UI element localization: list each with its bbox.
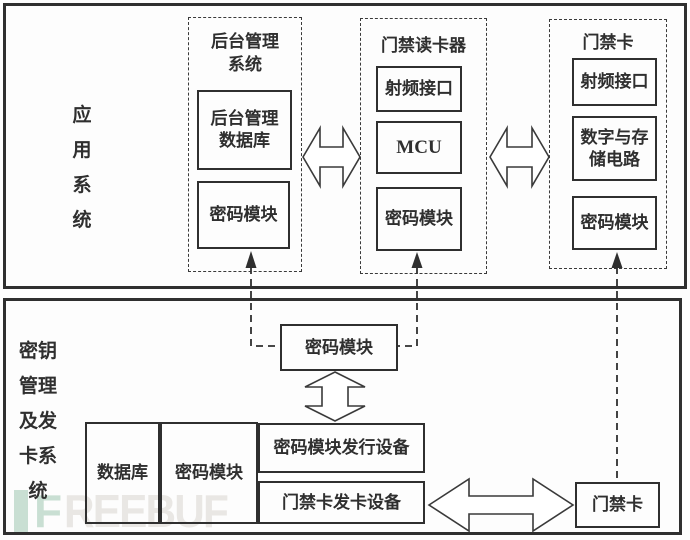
crypto-module-box: 密码模块 bbox=[160, 422, 258, 524]
card-rf-interface-box: 射频接口 bbox=[572, 58, 657, 106]
card-crypto-module-box: 密码模块 bbox=[572, 196, 657, 250]
crypto-issuing-device-box: 密码模块发行设备 bbox=[258, 423, 425, 473]
backend-group-title: 后台管理 系统 bbox=[211, 32, 279, 74]
reader-crypto-module-box: 密码模块 bbox=[376, 187, 462, 251]
freebuf-logo-letter: F bbox=[34, 485, 63, 537]
backend-crypto-module-box: 密码模块 bbox=[197, 181, 290, 249]
application-system-label: 应 用 系 统 bbox=[72, 105, 92, 231]
application-system-frame bbox=[3, 3, 687, 289]
card-digital-storage-box: 数字与存 储电路 bbox=[572, 116, 657, 181]
key-management-label: 密钥 管理 及发 卡系 统 bbox=[18, 341, 57, 502]
backend-database-box: 后台管理 数据库 bbox=[197, 90, 292, 170]
reader-mcu-box: MCU bbox=[376, 121, 462, 174]
watermark-text: REEBUF bbox=[64, 485, 229, 537]
reader-rf-interface-box: 射频接口 bbox=[376, 66, 462, 112]
card-issuing-device-box: 门禁卡发卡设备 bbox=[258, 481, 425, 524]
backend-management-group: 后台管理 系统 bbox=[188, 17, 302, 272]
key-management-frame bbox=[3, 298, 682, 535]
access-card-group-title: 门禁卡 bbox=[582, 33, 634, 52]
database-box: 数据库 bbox=[85, 422, 160, 524]
freebuf-logo-bar bbox=[14, 490, 28, 532]
freebuf-logo-icon: F REEBUF bbox=[14, 485, 241, 537]
floating-crypto-module-box: 密码模块 bbox=[280, 324, 398, 371]
bottom-access-card-box: 门禁卡 bbox=[575, 482, 660, 528]
card-reader-group-title: 门禁读卡器 bbox=[381, 36, 466, 55]
